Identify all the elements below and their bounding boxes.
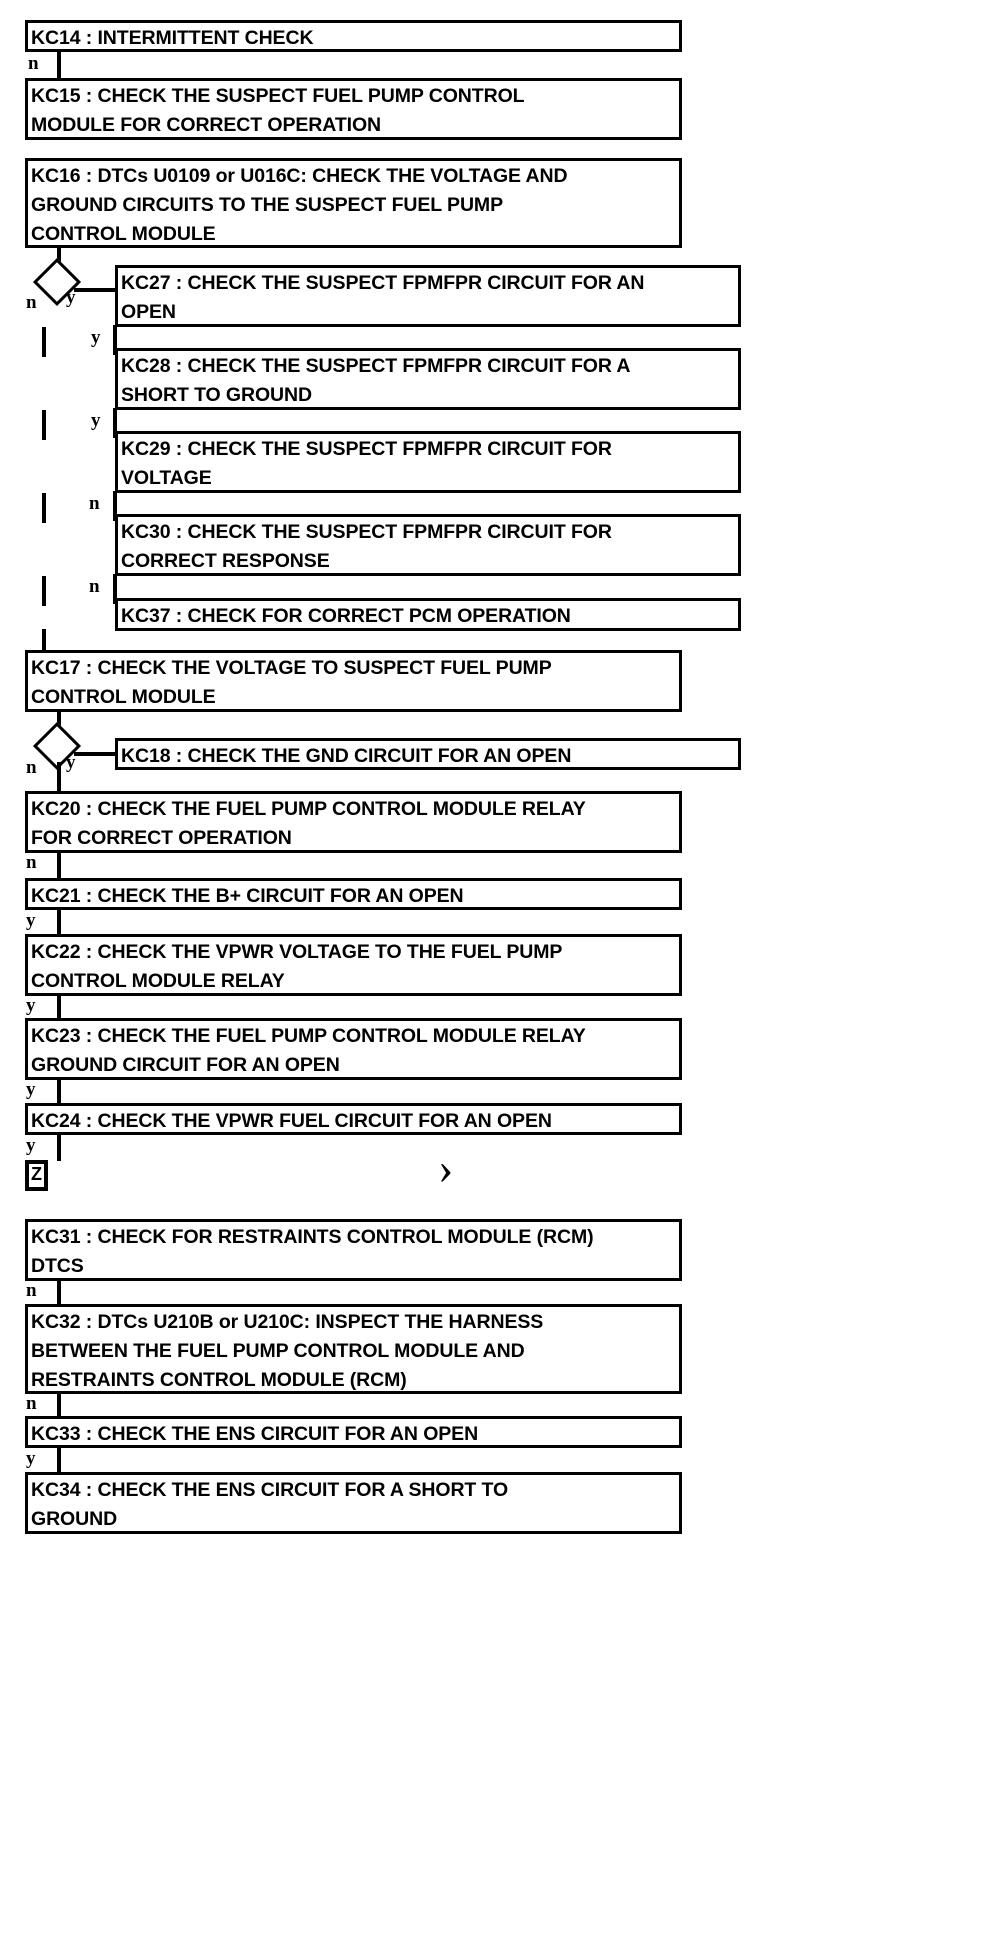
connector-kc24-z [57,1133,61,1161]
node-kc28[interactable]: KC28 : CHECK THE SUSPECT FPMFPR CIRCUIT … [115,348,741,410]
connector-kc17-decision2 [57,710,61,734]
spine-dash-1 [42,327,46,357]
connector-decision1-kc27 [74,288,119,292]
node-kc30[interactable]: KC30 : CHECK THE SUSPECT FPMFPR CIRCUIT … [115,514,741,576]
branch-label-kc21-kc22: y [26,910,36,931]
node-kc23[interactable]: KC23 : CHECK THE FUEL PUMP CONTROL MODUL… [25,1018,682,1080]
connector-kc32-kc33 [57,1392,61,1420]
branch-label-decision1-no: n [26,292,37,313]
branch-label-kc27-kc28: y [91,327,101,348]
connector-kc23-kc24 [57,1078,61,1106]
node-kc17[interactable]: KC17 : CHECK THE VOLTAGE TO SUSPECT FUEL… [25,650,682,712]
branch-label-kc31-kc32: n [26,1280,37,1301]
connector-kc20-kc21 [57,851,61,879]
spine-dash-5 [42,629,46,659]
node-kc32[interactable]: KC32 : DTCs U210B or U210C: INSPECT THE … [25,1304,682,1394]
node-kc27[interactable]: KC27 : CHECK THE SUSPECT FPMFPR CIRCUIT … [115,265,741,327]
node-kc21[interactable]: KC21 : CHECK THE B+ CIRCUIT FOR AN OPEN [25,878,682,910]
branch-label-kc33-kc34: y [26,1448,36,1469]
branch-label-kc20-kc21: n [26,852,37,873]
connector-kc22-kc23 [57,994,61,1022]
connector-kc27-kc28 [113,325,117,355]
connector-kc28-kc29 [113,408,117,438]
branch-label-kc28-kc29: y [91,410,101,431]
spine-dash-4 [42,576,46,606]
branch-label-decision2-no: n [26,757,37,778]
branch-label-decision1-yes: y [66,287,76,308]
chevron-right-icon: › [438,1142,454,1193]
branch-label-kc30-kc37: n [89,576,100,597]
connector-kc31-kc32 [57,1279,61,1307]
connector-kc21-kc22 [57,908,61,936]
branch-label-decision2-yes: y [66,752,76,773]
branch-label-kc29-kc30: n [89,493,100,514]
connector-kc30-kc37 [113,574,117,604]
node-kc37[interactable]: KC37 : CHECK FOR CORRECT PCM OPERATION [115,598,741,631]
connector-decision2-kc18 [74,752,119,756]
node-kc33[interactable]: KC33 : CHECK THE ENS CIRCUIT FOR AN OPEN [25,1416,682,1448]
spine-dash-2 [42,410,46,440]
connector-kc29-kc30 [113,491,117,521]
node-z-terminator[interactable]: Z [25,1160,48,1191]
branch-label-kc14-kc15: n [28,53,39,74]
branch-label-kc24-z: y [26,1135,36,1156]
connector-kc14-kc15 [57,50,61,80]
node-kc24[interactable]: KC24 : CHECK THE VPWR FUEL CIRCUIT FOR A… [25,1103,682,1135]
node-kc16[interactable]: KC16 : DTCs U0109 or U016C: CHECK THE VO… [25,158,682,248]
node-kc14[interactable]: KC14 : INTERMITTENT CHECK [25,20,682,52]
branch-label-kc22-kc23: y [26,995,36,1016]
node-kc18[interactable]: KC18 : CHECK THE GND CIRCUIT FOR AN OPEN [115,738,741,770]
spine-dash-3 [42,493,46,523]
node-kc15[interactable]: KC15 : CHECK THE SUSPECT FUEL PUMP CONTR… [25,78,682,140]
node-kc31[interactable]: KC31 : CHECK FOR RESTRAINTS CONTROL MODU… [25,1219,682,1281]
connector-kc16-decision1 [57,246,61,270]
node-kc20[interactable]: KC20 : CHECK THE FUEL PUMP CONTROL MODUL… [25,791,682,853]
connector-decision2-kc20 [57,762,61,794]
connector-kc33-kc34 [57,1446,61,1474]
node-kc22[interactable]: KC22 : CHECK THE VPWR VOLTAGE TO THE FUE… [25,934,682,996]
branch-label-kc32-kc33: n [26,1393,37,1414]
node-kc29[interactable]: KC29 : CHECK THE SUSPECT FPMFPR CIRCUIT … [115,431,741,493]
branch-label-kc23-kc24: y [26,1079,36,1100]
node-kc34[interactable]: KC34 : CHECK THE ENS CIRCUIT FOR A SHORT… [25,1472,682,1534]
